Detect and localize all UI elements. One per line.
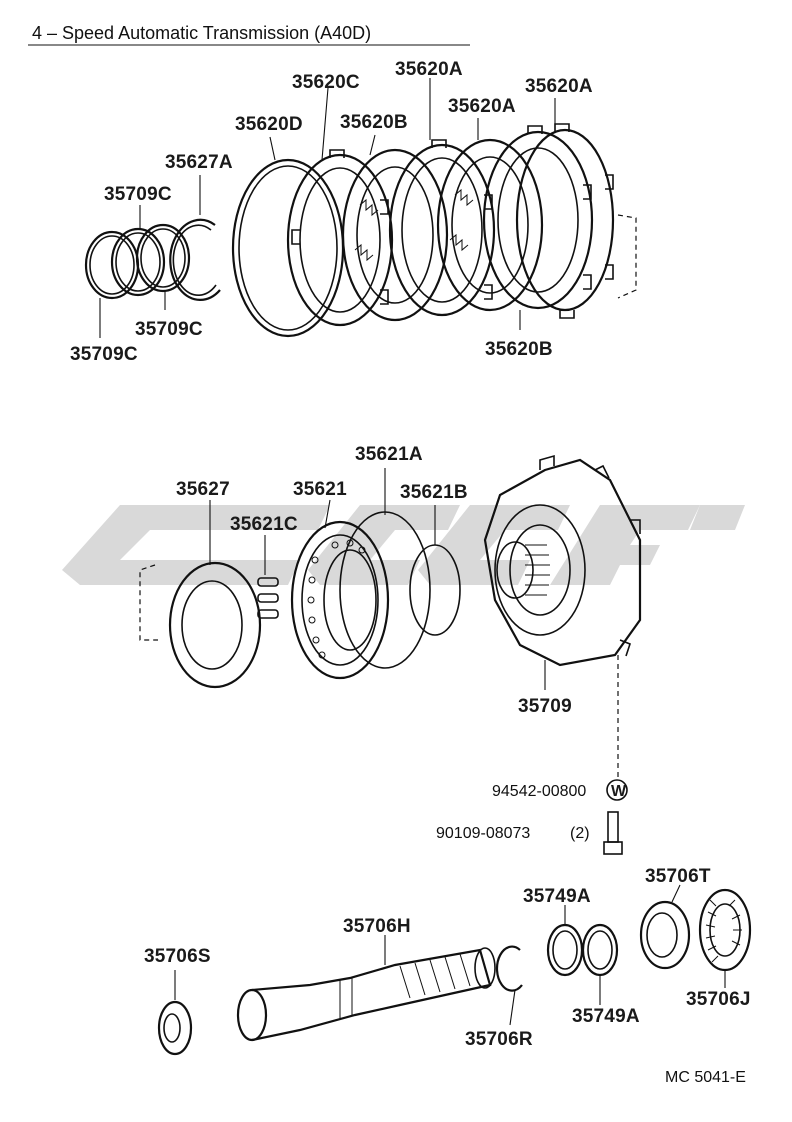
clutch-plate-35620a-c xyxy=(515,123,637,319)
drum-35709 xyxy=(483,454,642,667)
label-35620b-top: 35620B xyxy=(340,112,408,133)
label-35621b: 35621B xyxy=(400,482,468,503)
leader-lines-top xyxy=(99,78,556,338)
label-35627a: 35627A xyxy=(165,152,233,173)
label-35621a: 35621A xyxy=(355,444,423,465)
label-35709c-1: 35709C xyxy=(104,184,172,205)
clutch-plate-35620c xyxy=(286,149,394,327)
washer-symbol-text: W xyxy=(611,783,627,800)
footer-code: MC 5041-E xyxy=(665,1069,746,1086)
label-35627: 35627 xyxy=(176,479,230,500)
bolt-90109 xyxy=(603,811,623,855)
label-35620a-2: 35620A xyxy=(448,96,516,117)
label-35749a-1: 35749A xyxy=(523,886,591,907)
label-35706j: 35706J xyxy=(686,989,751,1010)
races-35749a xyxy=(546,923,619,977)
thrust-washer-35706s xyxy=(157,1000,193,1056)
seal-35627 xyxy=(139,561,262,689)
label-35706t: 35706T xyxy=(645,866,711,887)
washer-symbol xyxy=(606,779,628,801)
label-90109-qty: (2) xyxy=(570,825,590,842)
clutch-disc-35620b-b xyxy=(436,138,544,312)
label-35749a-2: 35749A xyxy=(572,1006,640,1027)
leader-lines-middle xyxy=(209,468,546,690)
bearing-35706j xyxy=(698,888,752,972)
label-35621c: 35621C xyxy=(230,514,298,535)
snap-rings-35709c xyxy=(84,223,191,300)
diagram-title: 4 – Speed Automatic Transmission (A40D) xyxy=(32,23,371,43)
label-35620a-3: 35620A xyxy=(525,76,593,97)
label-35620c: 35620C xyxy=(292,72,360,93)
race-35706t xyxy=(639,900,691,970)
label-35706r: 35706R xyxy=(465,1029,533,1050)
snap-ring-35706r xyxy=(495,945,523,992)
label-35709c-3: 35709C xyxy=(70,344,138,365)
label-35709: 35709 xyxy=(518,696,572,717)
label-90109-08073: 90109-08073 xyxy=(436,825,530,842)
label-35620d: 35620D xyxy=(235,114,303,135)
watermark-logo xyxy=(62,505,745,585)
piston-35621 xyxy=(290,520,390,680)
label-35620b-bottom: 35620B xyxy=(485,339,553,360)
springs-35621c xyxy=(257,577,279,619)
clutch-plate-35620a-a xyxy=(388,139,496,317)
snap-ring-35627a xyxy=(169,218,221,301)
clutch-plate-35620a-b xyxy=(482,125,594,310)
label-35706h: 35706H xyxy=(343,916,411,937)
clutch-disc-35620b-a xyxy=(341,148,449,322)
label-35621: 35621 xyxy=(293,479,347,500)
label-35620a-1: 35620A xyxy=(395,59,463,80)
shaft-35706h xyxy=(236,947,496,1042)
label-35706s: 35706S xyxy=(144,946,211,967)
label-35709c-2: 35709C xyxy=(135,319,203,340)
label-94542-00800: 94542-00800 xyxy=(492,783,586,800)
leader-lines-bottom xyxy=(174,884,726,1026)
